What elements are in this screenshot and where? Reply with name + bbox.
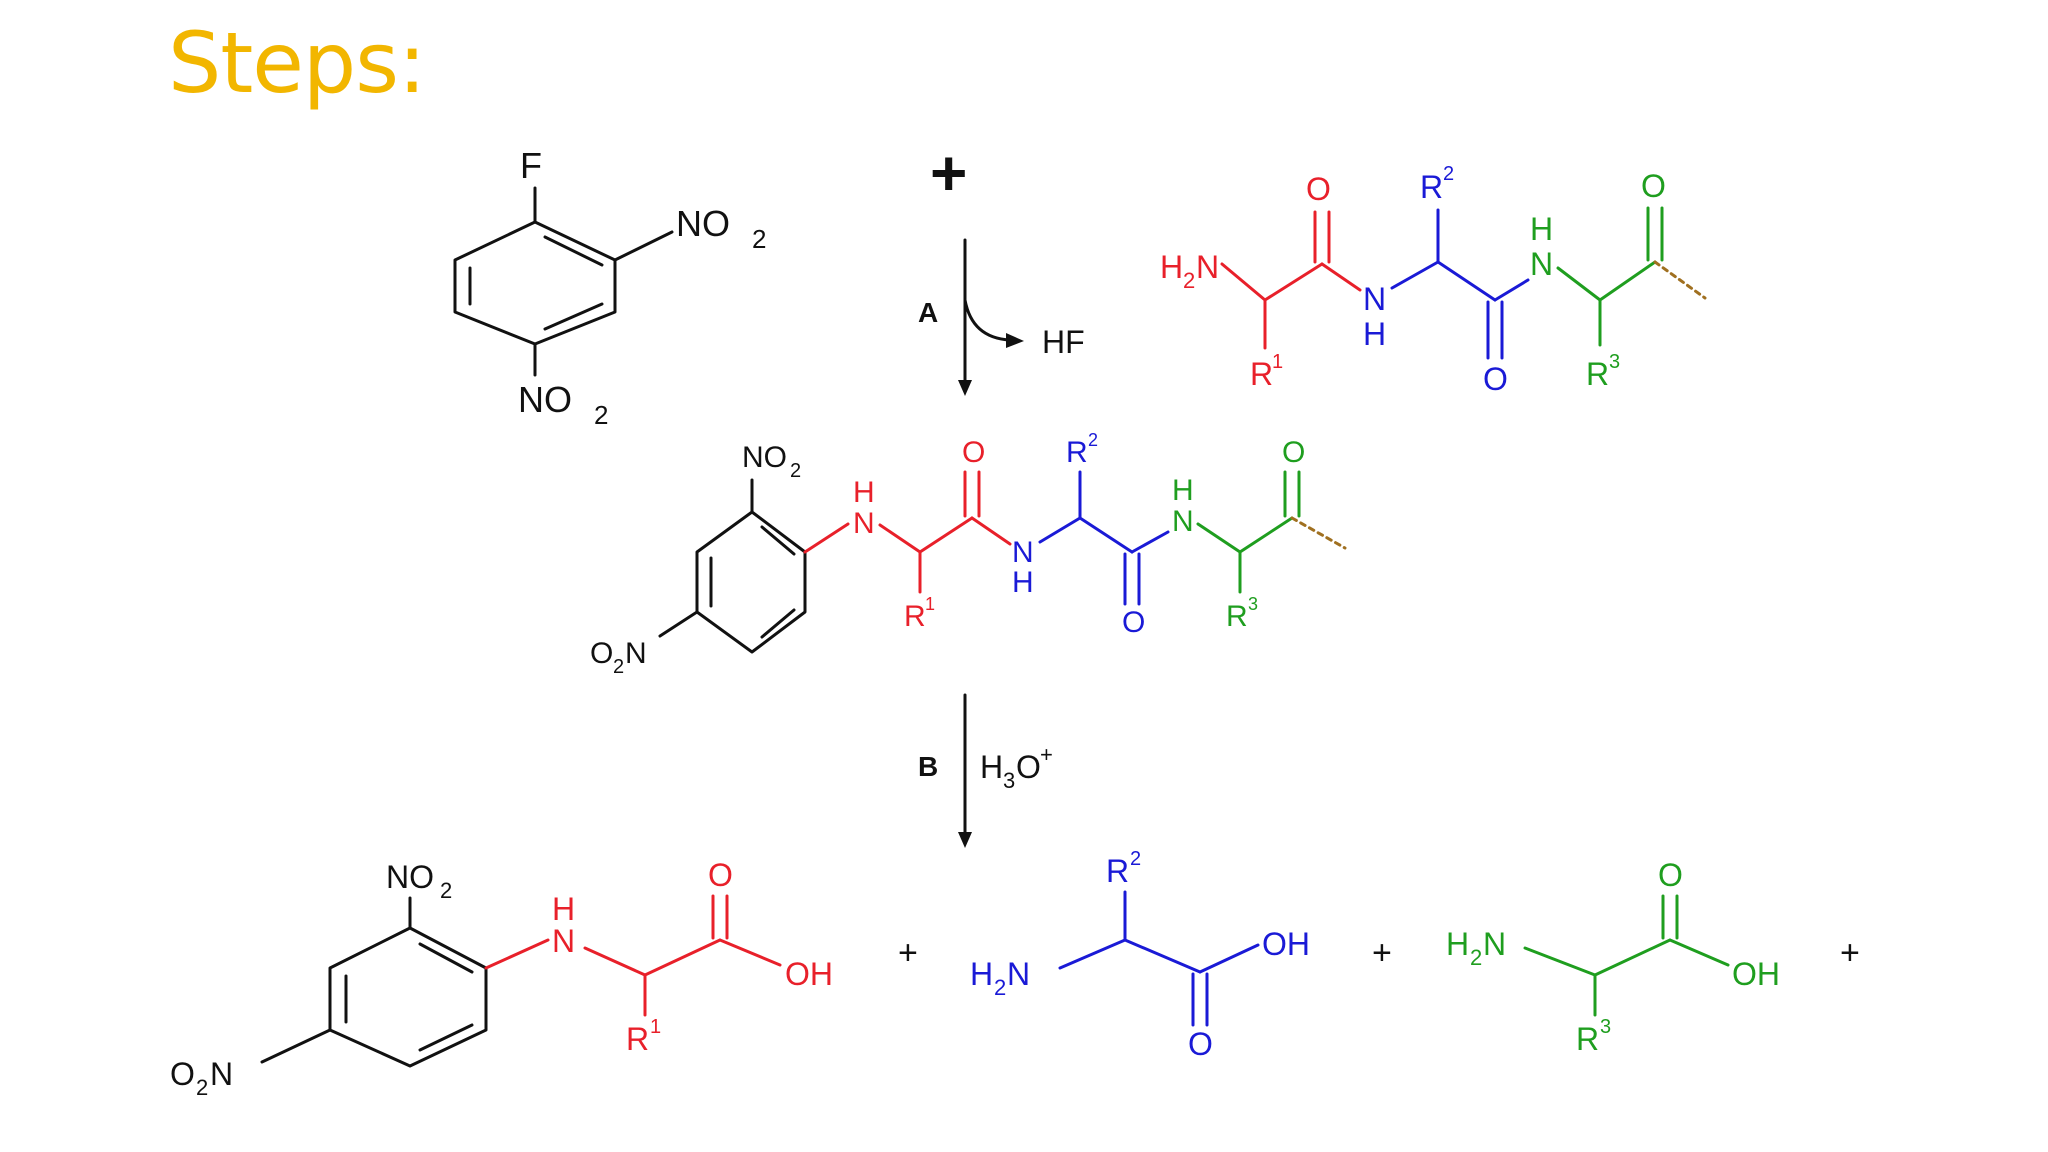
dnp-amino-acid-product: NO 2 O 2 N H N O OH R 1 <box>170 857 833 1100</box>
hf-byproduct: HF <box>1042 324 1085 360</box>
amide-n: N <box>1172 505 1194 538</box>
subscript: 2 <box>613 656 624 678</box>
carbonyl-o: O <box>962 436 985 469</box>
amine-n: N <box>1007 956 1030 992</box>
plus-sign: + <box>1372 934 1392 972</box>
nitro-label: NO <box>386 859 434 895</box>
peptide-reactant: H 2 N O R 1 N H R 2 O H N O R 3 <box>1160 163 1707 397</box>
hydronium-h: H <box>980 749 1003 785</box>
subscript: 2 <box>1470 945 1482 970</box>
fluorine-label: F <box>520 145 542 186</box>
subscript: 2 <box>994 975 1006 1000</box>
amine-h: H <box>1160 249 1183 285</box>
superscript: 1 <box>925 594 935 614</box>
subscript: 2 <box>440 878 452 903</box>
amine-h: H <box>970 956 993 992</box>
subscript: 2 <box>196 1075 208 1100</box>
amine-n: N <box>552 923 575 959</box>
superscript: 2 <box>1088 430 1098 450</box>
superscript: 1 <box>650 1016 661 1038</box>
subscript: 2 <box>1183 268 1195 293</box>
r-group: R <box>1586 356 1609 392</box>
amine-n: N <box>853 507 875 540</box>
amide-n: N <box>1530 246 1553 282</box>
nitro-label: NO <box>676 203 730 244</box>
amine-n: N <box>1483 926 1506 962</box>
carbonyl-o: O <box>1483 361 1508 397</box>
subscript: 3 <box>1003 768 1015 793</box>
step-a-arrow: A HF <box>918 238 1085 396</box>
nitro-o: O <box>590 637 613 670</box>
r-group: R <box>1250 356 1273 392</box>
amino-acid-3-product: H 2 N O OH R 3 <box>1446 857 1780 1057</box>
subscript: 2 <box>752 224 766 254</box>
amine-h: H <box>552 891 575 927</box>
r-group: R <box>1226 600 1248 633</box>
r-group: R <box>1576 1021 1599 1057</box>
amine-h: H <box>853 476 875 509</box>
carbonyl-o: O <box>1282 436 1305 469</box>
slide-title: Steps: <box>168 14 426 112</box>
plus-sign: + <box>1840 934 1860 972</box>
r-group: R <box>1420 169 1443 205</box>
superscript: 1 <box>1272 351 1283 373</box>
fdnb-reagent: F NO 2 NO 2 <box>453 145 766 430</box>
subscript: 2 <box>594 400 608 430</box>
nitro-n: N <box>210 1056 233 1092</box>
carbonyl-o: O <box>1188 1026 1213 1062</box>
hydroxyl: OH <box>785 956 833 992</box>
carbonyl-o: O <box>1641 168 1666 204</box>
hydroxyl: OH <box>1732 956 1780 992</box>
superscript: + <box>1040 742 1053 767</box>
amine-n: N <box>1196 249 1219 285</box>
plus-sign: + <box>930 137 967 209</box>
superscript: 2 <box>1130 848 1141 870</box>
superscript: 2 <box>1443 163 1454 185</box>
step-a-label: A <box>918 297 938 328</box>
dnp-peptide-intermediate: NO 2 O 2 N H N O R 1 N H R 2 O H N <box>590 430 1347 678</box>
amide-n: N <box>1012 536 1034 569</box>
hydroxyl: OH <box>1262 926 1310 962</box>
amide-n: N <box>1363 281 1386 317</box>
subscript: 2 <box>790 460 801 482</box>
superscript: 3 <box>1600 1016 1611 1038</box>
step-b-arrow: B H 3 O + <box>918 693 1053 848</box>
nitro-label: NO <box>742 441 787 474</box>
superscript: 3 <box>1248 594 1258 614</box>
step-b-label: B <box>918 751 938 782</box>
plus-sign: + <box>898 934 918 972</box>
amide-h: H <box>1012 566 1034 599</box>
r-group: R <box>904 600 926 633</box>
carbonyl-o: O <box>1658 857 1683 893</box>
nitro-o: O <box>170 1056 195 1092</box>
nitro-n: N <box>625 637 647 670</box>
amide-h: H <box>1530 211 1553 247</box>
nitro-label: NO <box>518 379 572 420</box>
amino-acid-2-product: H 2 N R 2 OH O <box>970 848 1310 1062</box>
amide-h: H <box>1363 316 1386 352</box>
hydronium-o: O <box>1016 749 1041 785</box>
carbonyl-o: O <box>708 857 733 893</box>
carbonyl-o: O <box>1306 171 1331 207</box>
carbonyl-o: O <box>1122 606 1145 639</box>
amide-h: H <box>1172 474 1194 507</box>
r-group: R <box>626 1021 649 1057</box>
r-group: R <box>1066 436 1088 469</box>
superscript: 3 <box>1609 351 1620 373</box>
r-group: R <box>1106 853 1129 889</box>
amine-h: H <box>1446 926 1469 962</box>
